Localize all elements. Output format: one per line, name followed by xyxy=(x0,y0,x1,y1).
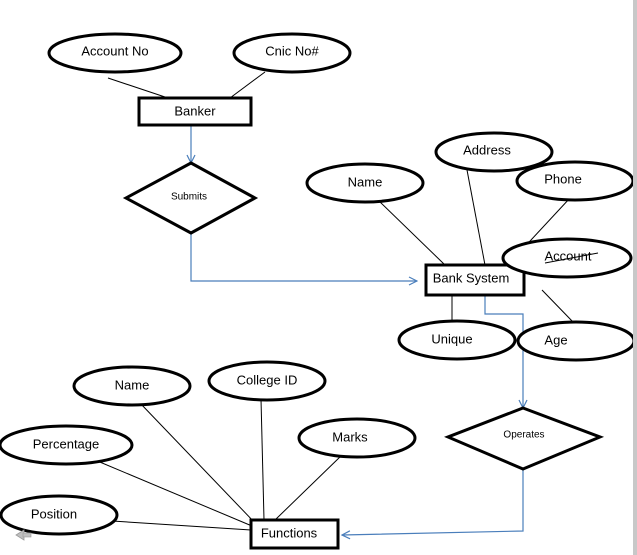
arrow-operates-to-functions xyxy=(342,470,524,535)
connector-name-banksystem xyxy=(377,199,446,266)
attribute-cnic-no: Cnic No# xyxy=(232,32,352,74)
window-edge-scrollbar[interactable] xyxy=(633,0,637,555)
attribute-bank-name-label: Name xyxy=(348,174,383,189)
relationship-submits: Submits xyxy=(122,161,259,235)
attribute-phone-label: Phone xyxy=(544,171,582,186)
connector-cnic-banker xyxy=(229,71,266,99)
entity-banker: Banker xyxy=(137,96,253,127)
relationship-submits-label: Submits xyxy=(171,192,207,203)
attribute-account: Account xyxy=(501,237,633,279)
attribute-account-no: Account No xyxy=(47,32,183,74)
attribute-func-name: Name xyxy=(72,365,192,407)
attribute-address-label: Address xyxy=(463,142,511,157)
arrow-submits-to-banksystem xyxy=(190,233,417,281)
attribute-percentage-label: Percentage xyxy=(33,436,100,451)
attribute-position-label: Position xyxy=(31,506,77,521)
attribute-cnic-no-label: Cnic No# xyxy=(265,43,319,58)
connector-address-banksystem xyxy=(466,169,486,266)
connector-account-no-banker xyxy=(107,77,169,99)
attribute-position: Position xyxy=(0,494,119,536)
connector-collegeid-functions xyxy=(260,398,265,521)
connector-age-banksystem xyxy=(541,289,574,323)
attribute-func-name-label: Name xyxy=(115,377,150,392)
connector-position-functions xyxy=(111,520,252,531)
relationship-operates: Operates xyxy=(444,406,605,471)
entity-functions-label: Functions xyxy=(261,525,318,540)
relationship-operates-label: Operates xyxy=(503,430,544,441)
relationship-arrows xyxy=(191,125,523,535)
attribute-unique: Unique xyxy=(397,319,517,361)
entity-bank-system-label: Bank System xyxy=(433,270,510,285)
attribute-phone: Phone xyxy=(515,160,635,202)
attribute-age: Age xyxy=(516,320,636,362)
attribute-unique-label: Unique xyxy=(431,331,472,346)
back-arrow-icon[interactable] xyxy=(15,529,32,541)
attribute-account-label: Account xyxy=(545,248,592,263)
connector-percentage-functions xyxy=(94,459,253,527)
attribute-address: Address xyxy=(434,131,554,173)
attribute-college-id: College ID xyxy=(207,360,327,402)
entity-banker-label: Banker xyxy=(174,103,216,118)
entity-functions: Functions xyxy=(249,518,340,550)
attribute-bank-name: Name xyxy=(305,162,425,204)
connector-name-functions xyxy=(139,402,257,525)
attribute-account-no-label: Account No xyxy=(81,43,148,58)
attribute-marks-label: Marks xyxy=(332,429,368,444)
attribute-age-label: Age xyxy=(544,332,567,347)
connector-marks-functions xyxy=(274,454,343,521)
attribute-college-id-label: College ID xyxy=(237,372,298,387)
account-crossing-line xyxy=(544,252,599,264)
entity-bank-system: Bank System xyxy=(424,263,526,297)
arrow-banksystem-to-operates xyxy=(484,295,523,408)
attribute-percentage: Percentage xyxy=(0,424,134,466)
attribute-marks: Marks xyxy=(297,417,417,459)
